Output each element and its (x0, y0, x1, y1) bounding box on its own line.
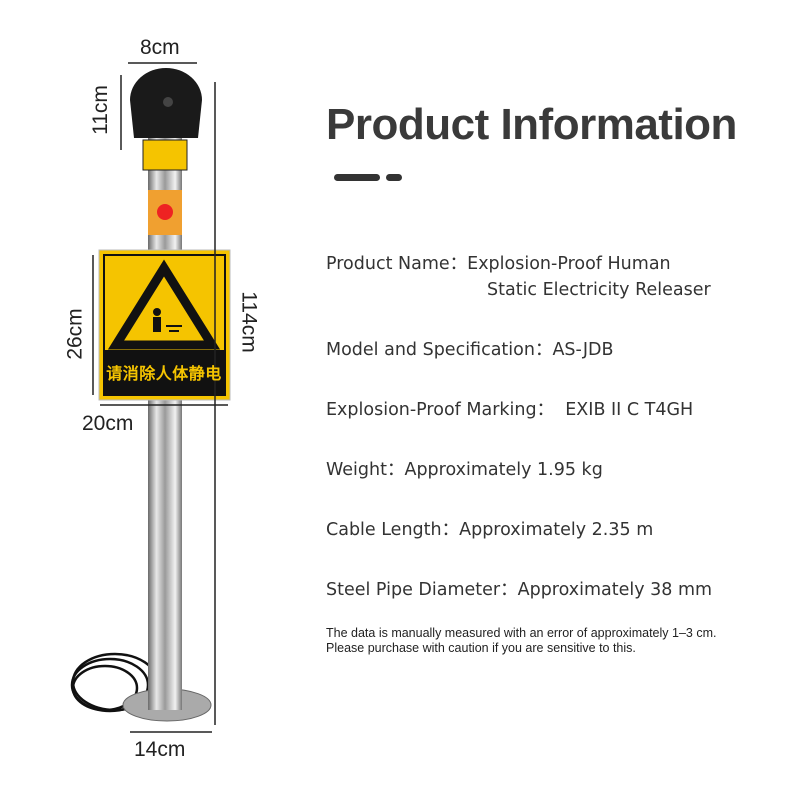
spec-value: AS-JDB (552, 340, 614, 360)
title-underline-short (386, 174, 402, 181)
measurement-note: The data is manually measured with an er… (326, 626, 716, 656)
product-image (70, 62, 231, 733)
spec-label: Product Name： (326, 254, 468, 274)
dim-total-height: 114cm (237, 291, 261, 353)
spec-label: Cable Length： (326, 520, 460, 540)
note-line: The data is manually measured with an er… (326, 626, 717, 640)
page-title: Product Information (326, 100, 737, 149)
spec-value: Approximately 1.95 kg (404, 460, 603, 480)
spec-label: Explosion-Proof Marking： (326, 400, 555, 420)
dim-base-width: 14cm (134, 738, 186, 761)
dim-head-height: 11cm (88, 85, 112, 135)
spec-model: Model and Specification：AS-JDB (326, 337, 613, 363)
spec-pipe-diameter: Steel Pipe Diameter：Approximately 38 mm (326, 577, 712, 603)
dim-sign-width: 20cm (82, 412, 134, 435)
spec-value: Approximately 38 mm (517, 580, 713, 600)
spec-label: Steel Pipe Diameter： (326, 580, 518, 600)
spec-weight: Weight：Approximately 1.95 kg (326, 457, 603, 483)
spec-value: EXIB II C T4GH (565, 400, 694, 420)
spec-marking: Explosion-Proof Marking： EXIB II C T4GH (326, 397, 693, 423)
spec-label: Model and Specification： (326, 340, 553, 360)
note-line: Please purchase with caution if you are … (326, 641, 636, 655)
dim-sign-height: 26cm (63, 308, 87, 360)
spec-product-name: Product Name：Explosion-Proof Human Stati… (326, 251, 711, 303)
spec-value: Approximately 2.35 m (459, 520, 654, 540)
spec-cable-length: Cable Length：Approximately 2.35 m (326, 517, 653, 543)
title-underline-long (334, 174, 380, 181)
spec-value: Explosion-Proof Human (467, 254, 671, 274)
spec-label: Weight： (326, 460, 405, 480)
spec-value: Static Electricity Releaser (487, 280, 711, 300)
dim-top-width: 8cm (140, 36, 180, 59)
sign-text: 请消除人体静电 (106, 364, 222, 383)
